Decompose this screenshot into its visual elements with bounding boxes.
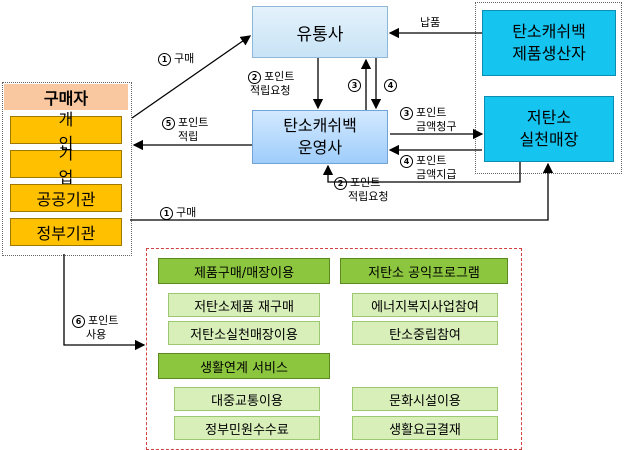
num-5-badge: 5 (162, 116, 175, 130)
category-life-service: 생활연계 서비스 (158, 353, 330, 379)
label-supply: 납품 (420, 16, 441, 29)
item-repurchase: 저탄소제품 재구매 (168, 293, 320, 317)
buyer-individual: 개 인 (10, 110, 122, 153)
producer-line1: 탄소캐쉬백 (512, 22, 586, 41)
label-accrual-request-2-line1: 포인트 (350, 176, 381, 189)
num-1-badge: 1 (158, 52, 171, 66)
num-4-badge: 4 (384, 78, 397, 92)
item-store-use: 저탄소실천매장이용 (168, 321, 320, 345)
category-product-store: 제품구매/매장이용 (158, 258, 330, 284)
label-accrual-line2: 적립 (178, 129, 199, 143)
store-line2: 실천매장 (519, 130, 579, 149)
operator-line1: 탄소캐쉬백 (283, 116, 357, 135)
operator-line2: 운영사 (297, 138, 343, 157)
label-claim-line1: 포인트 (416, 106, 447, 119)
producer-line2: 제품생산자 (512, 44, 586, 63)
label-purchase-bottom-text: 구매 (176, 206, 197, 219)
buyer-public-institution: 공공기관 (10, 184, 122, 212)
label-purchase-top-text: 구매 (174, 52, 195, 65)
buyer-government: 정부기관 (10, 218, 122, 246)
label-accrual-request-1-line2: 적립요청 (250, 83, 291, 97)
num-6-badge: 6 (72, 314, 85, 328)
item-public-transit: 대중교통이용 (174, 387, 320, 411)
producer-node: 탄소캐쉬백 제품생산자 (482, 10, 616, 76)
label-payment-line1: 포인트 (416, 154, 447, 167)
item-culture-facility: 문화시설이용 (352, 387, 498, 411)
num-4b-badge: 4 (400, 154, 413, 168)
num-3-badge: 3 (348, 78, 361, 92)
num-3b-badge: 3 (400, 106, 413, 120)
buyer-title: 구매자 (4, 84, 128, 110)
label-payment-line2: 금액지급 (416, 167, 457, 181)
num-2-badge: 2 (248, 70, 261, 84)
label-use-line2: 사용 (86, 327, 107, 341)
label-use-line1: 포인트 (88, 314, 119, 327)
num-1b-badge: 1 (160, 206, 173, 220)
label-accrual-request-1-line1: 포인트 (264, 70, 295, 83)
label-num4: 4 (384, 78, 400, 92)
label-accrual-line1: 포인트 (178, 116, 209, 129)
item-carbon-neutral: 탄소중립참여 (352, 321, 498, 345)
item-government-fee: 정부민원수수료 (174, 416, 320, 440)
operator-node: 탄소캐쉬백 운영사 (252, 110, 388, 164)
store-node: 저탄소 실천매장 (484, 96, 614, 162)
distributor-node: 유통사 (252, 6, 388, 58)
buyer-company: 기 업 (10, 144, 122, 187)
buyer-group-border (2, 82, 132, 256)
store-line1: 저탄소 (526, 108, 572, 127)
item-energy-welfare: 에너지복지사업참여 (352, 293, 498, 317)
item-utility-bill: 생활요금결재 (352, 416, 498, 440)
num-2b-badge: 2 (334, 176, 347, 190)
label-accrual-request-2-line2: 적립요청 (348, 189, 389, 203)
category-public-program: 저탄소 공익프로그램 (340, 258, 508, 284)
label-num3: 3 (348, 78, 364, 92)
label-claim-line2: 금액청구 (416, 119, 457, 133)
